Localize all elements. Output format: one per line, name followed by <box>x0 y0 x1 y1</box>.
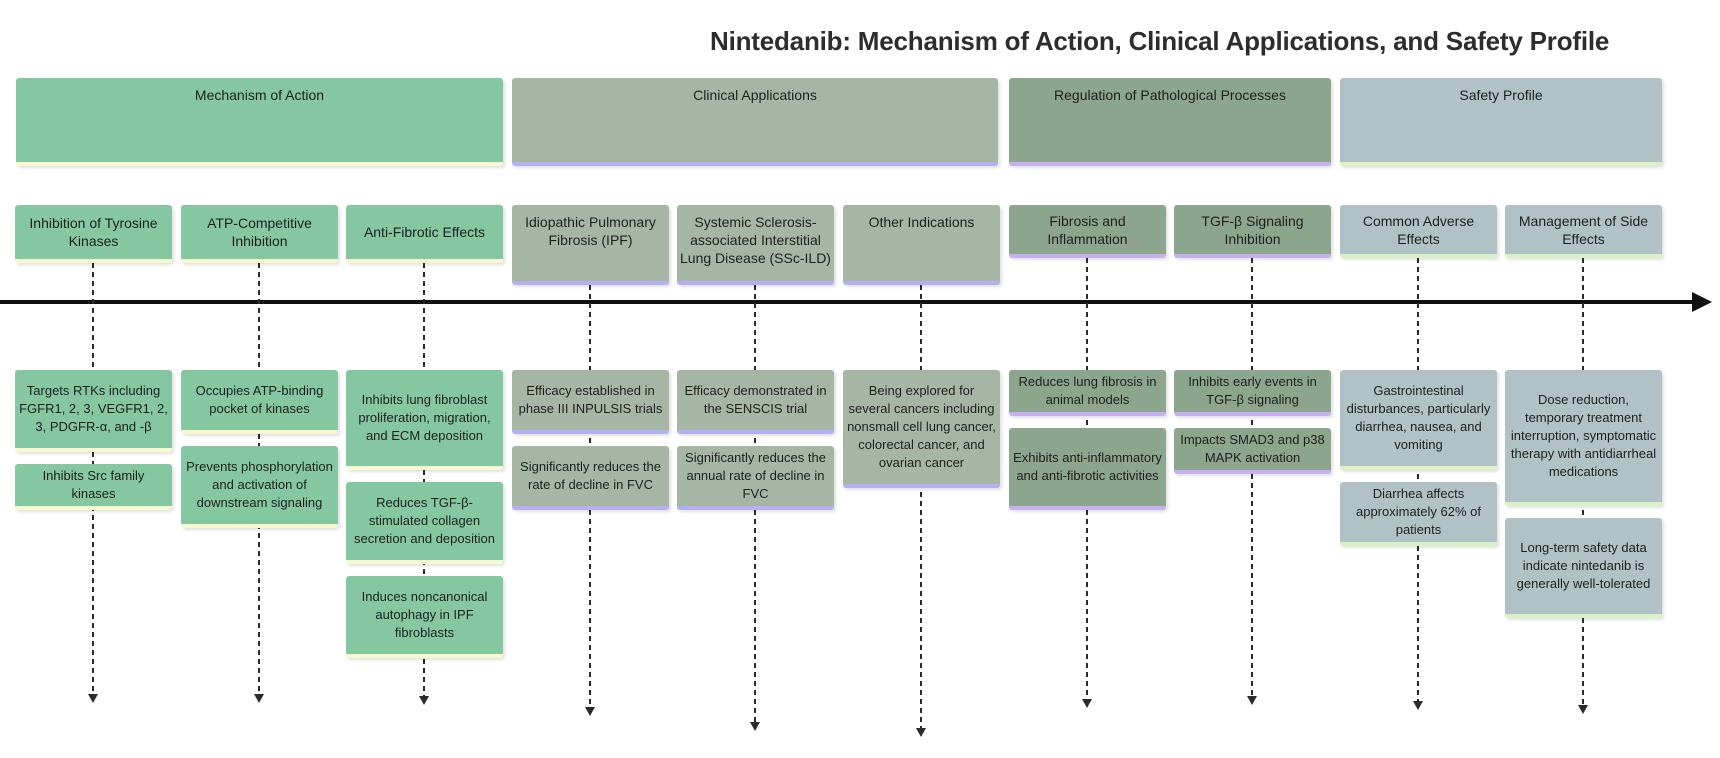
fact-box: Dose reduction, temporary treatment inte… <box>1505 370 1662 506</box>
fact-box: Being explored for several cancers inclu… <box>843 370 1000 488</box>
timeline-axis <box>0 300 1696 304</box>
category-clinical-applications: Clinical Applications <box>512 78 998 166</box>
connector-arrowhead-icon <box>88 694 98 703</box>
connector-arrowhead-icon <box>1413 701 1423 710</box>
connector-arrowhead-icon <box>916 728 926 737</box>
connector-arrowhead-icon <box>254 694 264 703</box>
connector-arrowhead-icon <box>750 722 760 731</box>
column-connector-line <box>1417 258 1419 701</box>
connector-arrowhead-icon <box>419 696 429 705</box>
column-header-management-of-side-effects: Management of Side Effects <box>1505 205 1662 258</box>
column-header-atp-competitive-inhibition: ATP-Competitive Inhibition <box>181 205 338 263</box>
column-header-common-adverse-effects: Common Adverse Effects <box>1340 205 1497 258</box>
column-header-fibrosis-and-inflammation: Fibrosis and Inflammation <box>1009 205 1166 258</box>
diagram-title: Nintedanib: Mechanism of Action, Clinica… <box>710 26 1610 56</box>
column-header-other-indications: Other Indications <box>843 205 1000 285</box>
timeline-arrowhead-icon <box>1692 292 1712 312</box>
category-regulation-of-pathological-processes: Regulation of Pathological Processes <box>1009 78 1331 166</box>
fact-box: Inhibits early events in TGF-β signaling <box>1174 370 1331 416</box>
column-header-tgf-b-signaling-inhibition: TGF-β Signaling Inhibition <box>1174 205 1331 258</box>
category-mechanism-of-action: Mechanism of Action <box>16 78 503 166</box>
fact-box: Impacts SMAD3 and p38 MAPK activation <box>1174 428 1331 474</box>
column-connector-line <box>423 263 425 696</box>
fact-box: Reduces lung fibrosis in animal models <box>1009 370 1166 416</box>
connector-arrowhead-icon <box>1247 696 1257 705</box>
column-header-tyrosine-kinase-inhibition: Inhibition of Tyrosine Kinases <box>15 205 172 263</box>
fact-box: Prevents phosphorylation and activation … <box>181 446 338 528</box>
fact-box: Efficacy established in phase III INPULS… <box>512 370 669 434</box>
column-connector-line <box>920 285 922 728</box>
fact-box: Exhibits anti-inflammatory and anti-fibr… <box>1009 428 1166 510</box>
fact-box: Induces noncanonical autophagy in IPF fi… <box>346 576 503 658</box>
fact-box: Diarrhea affects approximately 62% of pa… <box>1340 482 1497 546</box>
fact-box: Inhibits lung fibroblast proliferation, … <box>346 370 503 470</box>
fact-box: Efficacy demonstrated in the SENSCIS tri… <box>677 370 834 434</box>
column-connector-line <box>1251 258 1253 696</box>
fact-box: Significantly reduces the rate of declin… <box>512 446 669 510</box>
connector-arrowhead-icon <box>585 707 595 716</box>
column-header-anti-fibrotic-effects: Anti-Fibrotic Effects <box>346 205 503 263</box>
connector-arrowhead-icon <box>1082 699 1092 708</box>
fact-box: Long-term safety data indicate nintedani… <box>1505 518 1662 618</box>
fact-box: Gastrointestinal disturbances, particula… <box>1340 370 1497 470</box>
column-header-ipf: Idiopathic Pulmonary Fibrosis (IPF) <box>512 205 669 285</box>
fact-box: Targets RTKs including FGFR1, 2, 3, VEGF… <box>15 370 172 452</box>
fact-box: Significantly reduces the annual rate of… <box>677 446 834 510</box>
connector-arrowhead-icon <box>1578 705 1588 714</box>
fact-box: Inhibits Src family kinases <box>15 464 172 510</box>
column-header-ssc-ild: Systemic Sclerosis-associated Interstiti… <box>677 205 834 285</box>
category-safety-profile: Safety Profile <box>1340 78 1662 166</box>
fact-box: Reduces TGF-β-stimulated collagen secret… <box>346 482 503 564</box>
fact-box: Occupies ATP-binding pocket of kinases <box>181 370 338 434</box>
